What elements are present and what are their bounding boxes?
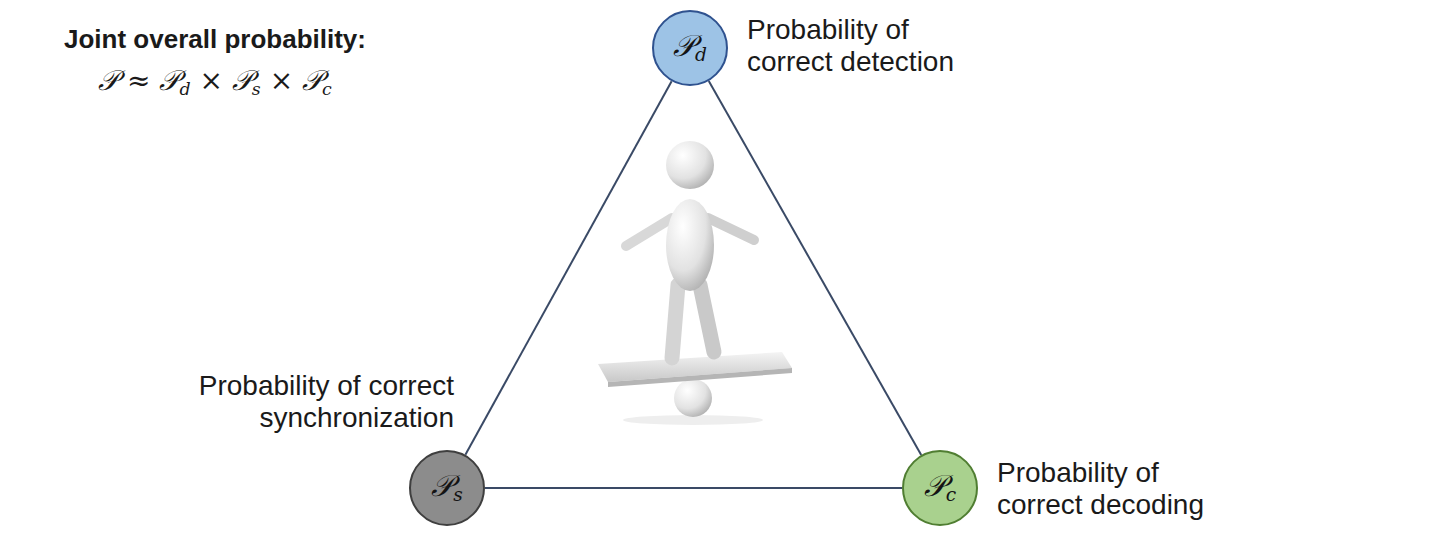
heading: Joint overall probability: (15, 24, 415, 55)
triangle-side (485, 487, 902, 489)
circle-caption: Probability of correct decoding (997, 457, 1229, 521)
probability-circle: 𝒫dProbability of correct detection (652, 10, 728, 86)
ball (674, 379, 712, 417)
probability-circle: 𝒫cProbability of correct decoding (902, 450, 978, 526)
board-edge (608, 368, 792, 387)
torso (666, 199, 714, 291)
arm (626, 218, 672, 246)
triangle-side (709, 81, 921, 455)
probability-symbol: 𝒫d (673, 31, 707, 65)
probability-circle: 𝒫sProbability of correct synchronization (409, 450, 485, 526)
head (666, 141, 714, 189)
leg (672, 285, 678, 358)
arm (708, 218, 754, 240)
leg (700, 285, 714, 352)
triangle-side (465, 81, 671, 454)
circle-caption: Probability of correct detection (747, 14, 979, 78)
formula: 𝒫 ≈ 𝒫d × 𝒫s × 𝒫c (15, 64, 415, 99)
circle-caption: Probability of correct synchronization (154, 370, 454, 434)
probability-symbol: 𝒫c (924, 471, 956, 505)
probability-symbol: 𝒫s (431, 471, 463, 505)
